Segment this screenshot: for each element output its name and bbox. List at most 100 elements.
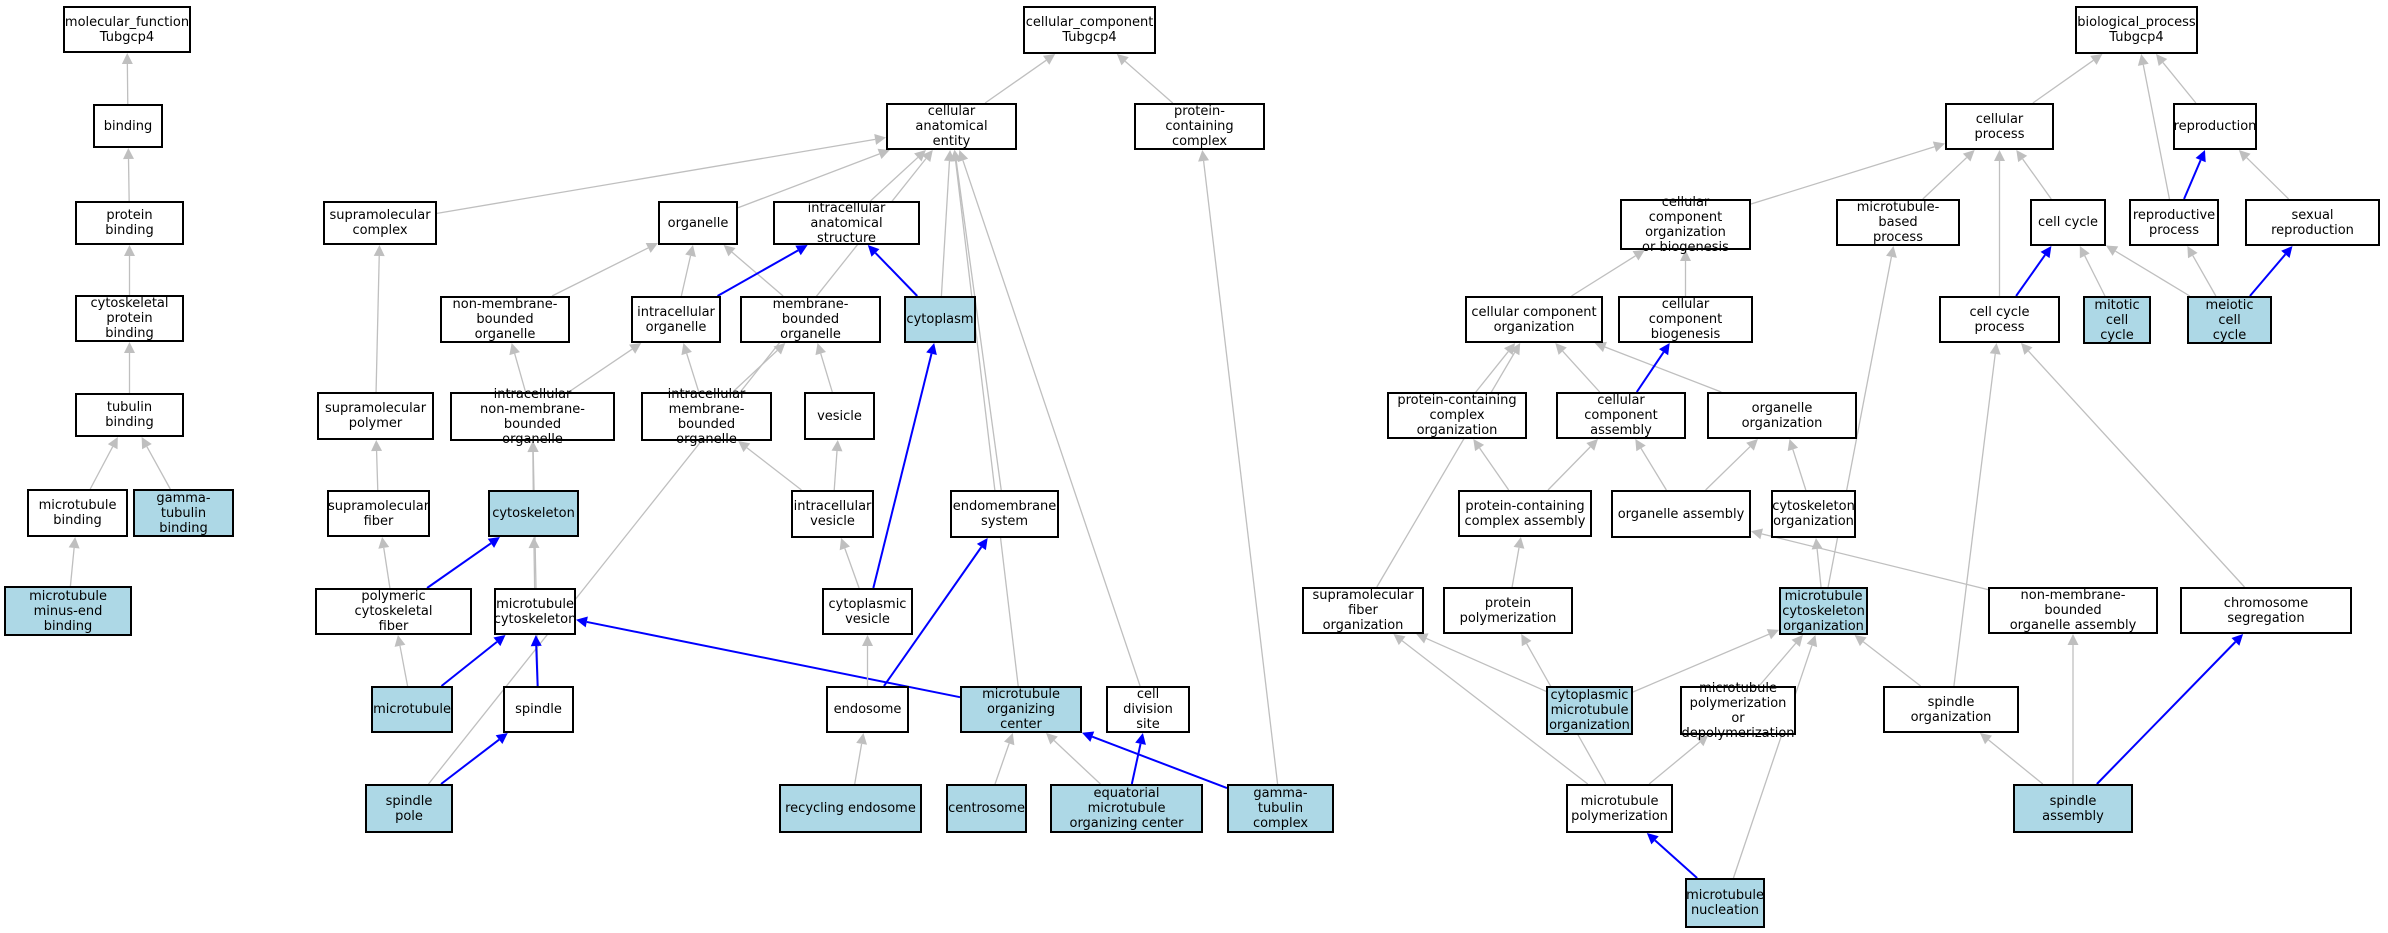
go-term-centrosome[interactable]: centrosome [946,784,1027,833]
go-term-mt-poly[interactable]: microtubule polymerization [1566,784,1673,833]
arrowhead-pcca-to-cca [1586,439,1598,451]
arrowhead-cell_cycle-to-cell_process [2016,150,2028,163]
edge-io-to-ias [717,249,799,297]
edge-centrosome-to-mtoc [994,743,1010,785]
go-term-cell-process[interactable]: cellular process [1945,103,2054,150]
go-term-bp-root[interactable]: biological_process Tubgcp4 [2075,6,2198,54]
go-term-pcf[interactable]: polymeric cytoskeletal fiber [315,588,472,635]
go-term-supra-complex[interactable]: supramolecular complex [323,201,437,245]
go-term-endomembrane[interactable]: endomembrane system [950,490,1059,538]
go-term-cyto-org[interactable]: cytoskeleton organization [1771,490,1856,538]
go-term-cyto-pb[interactable]: cytoskeletal protein binding [75,295,184,342]
edge-supra_complex-to-cae [436,138,876,215]
arrowhead-org_assembly-to-org_org [1746,439,1758,451]
go-term-ccp[interactable]: cell cycle process [1939,296,2060,343]
go-term-sexual-repro[interactable]: sexual reproduction [2245,199,2380,246]
arrowhead-mt_nucleation-to-mtco [1806,635,1818,648]
go-term-supra-fiber[interactable]: supramolecular fiber [327,490,430,537]
edge-ccob-to-cell_process [1750,146,1935,205]
arrowhead-organelle-to-cae [877,148,890,160]
go-term-mt-nucleation[interactable]: microtubule nucleation [1685,878,1765,928]
go-term-mt-binding[interactable]: microtubule binding [27,489,128,537]
go-term-supra-polymer[interactable]: supramolecular polymer [317,392,434,440]
go-term-prot-poly[interactable]: protein polymerization [1443,587,1573,634]
go-term-nmbo[interactable]: non-membrane-bounded organelle [440,296,570,343]
go-term-endosome[interactable]: endosome [826,686,909,733]
go-term-vesicle[interactable]: vesicle [804,392,875,440]
edge-cytoplasm-to-ias [874,252,918,297]
go-term-microtubule[interactable]: microtubule [371,686,453,733]
go-term-meiotic-cc[interactable]: meiotic cell cycle [2187,296,2272,344]
go-term-ccob[interactable]: cellular component organization or bioge… [1620,195,1751,255]
go-term-io[interactable]: intracellular organelle [631,296,721,343]
edge-gt_binding-to-tubulin_b [146,446,171,490]
arrowhead-supra_fiber-to-supra_polymer [371,440,383,452]
edge-reproduction-to-bp_root [2162,62,2197,104]
arrowhead-spindle-to-mt_cyto [530,635,542,647]
go-term-repro-process[interactable]: reproductive process [2129,199,2219,246]
go-term-pcco[interactable]: protein-containing complex organization [1387,392,1527,439]
go-term-mtbp[interactable]: microtubule-based process [1836,199,1960,246]
go-term-sfo[interactable]: supramolecular fiber organization [1302,587,1424,634]
go-term-mt-cyto[interactable]: microtubule cytoskeleton [494,588,576,635]
go-term-binding[interactable]: binding [93,104,163,148]
go-term-mbo[interactable]: membrane-bounded organelle [740,296,881,343]
go-term-organelle[interactable]: organelle [658,201,738,245]
go-term-reproduction[interactable]: reproduction [2173,103,2257,150]
go-term-spindle-org[interactable]: spindle organization [1883,686,2019,733]
go-term-pcca[interactable]: protein-containing complex assembly [1458,490,1592,537]
edge-mt_nucleation-to-mtco [1732,645,1813,879]
go-term-cca[interactable]: cellular component assembly [1556,392,1686,439]
go-term-imbo[interactable]: intracellular membrane-bounded organelle [641,387,772,447]
go-term-ias[interactable]: intracellular anatomical structure [773,201,920,246]
go-term-cytoskeleton[interactable]: cytoskeleton [488,490,579,537]
go-term-tubulin-b[interactable]: tubulin binding [75,393,184,437]
go-term-org-org[interactable]: organelle organization [1707,392,1857,439]
arrowhead-cca-to-cco [1555,343,1567,355]
go-term-cc-root[interactable]: cellular_component Tubgcp4 [1023,6,1156,54]
go-term-cae[interactable]: cellular anatomical entity [886,103,1017,150]
go-term-org-assembly[interactable]: organelle assembly [1611,490,1751,538]
go-term-spindle-assembly[interactable]: spindle assembly [2013,784,2133,833]
go-term-mtco[interactable]: microtubule cytoskeleton organization [1779,587,1868,635]
go-term-mtoc[interactable]: microtubule organizing center [960,686,1082,733]
go-term-ivesicle[interactable]: intracellular vesicle [791,490,874,538]
arrowhead-spindle_assembly-to-nmboa [2067,634,2079,645]
go-term-chrom-seg[interactable]: chromosome segregation [2180,587,2352,634]
go-term-cco[interactable]: cellular component organization [1465,296,1603,343]
go-term-nmboa[interactable]: non-membrane-bounded organelle assembly [1988,587,2158,634]
arrowhead-ias-to-cae [914,150,926,162]
go-term-mitotic-cc[interactable]: mitotic cell cycle [2083,296,2151,344]
edge-prot_poly-to-pcca [1511,547,1520,588]
arrowhead-spindle_pole-to-spindle [495,733,508,745]
go-term-ccb[interactable]: cellular component biogenesis [1618,296,1753,343]
edge-meiotic_cc-to-cell_cycle [2115,250,2191,297]
go-term-mf-root[interactable]: molecular_function Tubgcp4 [63,6,191,53]
edge-mtoc-to-mt_cyto [586,620,961,699]
go-term-mtpd[interactable]: microtubule polymerization or depolymeri… [1680,680,1796,741]
go-term-cell-cycle[interactable]: cell cycle [2030,199,2106,246]
go-term-recycling-endosome[interactable]: recycling endosome [779,784,922,833]
go-term-gtc[interactable]: gamma-tubulin complex [1227,784,1334,833]
go-term-cytoplasm[interactable]: cytoplasm [904,296,976,343]
edge-pcco-to-cco [1475,351,1509,393]
edge-mt_poly-to-mtpd [1648,741,1701,785]
go-term-protein-binding[interactable]: protein binding [75,201,184,245]
go-term-mt-minus[interactable]: microtubule minus-end binding [4,586,132,636]
edge-cell_cycle-to-cell_process [2022,158,2052,200]
edge-org_assembly-to-cca [1640,448,1667,491]
go-term-spindle-pole[interactable]: spindle pole [365,784,453,833]
go-term-cds[interactable]: cell division site [1106,686,1190,733]
go-term-emtoc[interactable]: equatorial microtubule organizing center [1050,784,1203,833]
go-term-pcc[interactable]: protein-containing complex [1134,103,1265,150]
go-term-cyto-vesicle[interactable]: cytoplasmic vesicle [822,588,913,635]
go-term-gt-binding[interactable]: gamma-tubulin binding [133,489,234,537]
go-term-inmbo[interactable]: intracellular non-membrane-bounded organ… [450,387,615,447]
edge-cmto-to-sfo [1426,637,1547,692]
arrowhead-mtbp-to-cell_process [1962,150,1975,162]
arrowhead-mitotic_cc-to-cell_cycle [2079,246,2090,259]
go-term-cmto[interactable]: cytoplasmic microtubule organization [1546,686,1633,735]
go-term-spindle[interactable]: spindle [503,686,574,733]
arrowhead-cmto-to-sfo [1416,633,1429,644]
